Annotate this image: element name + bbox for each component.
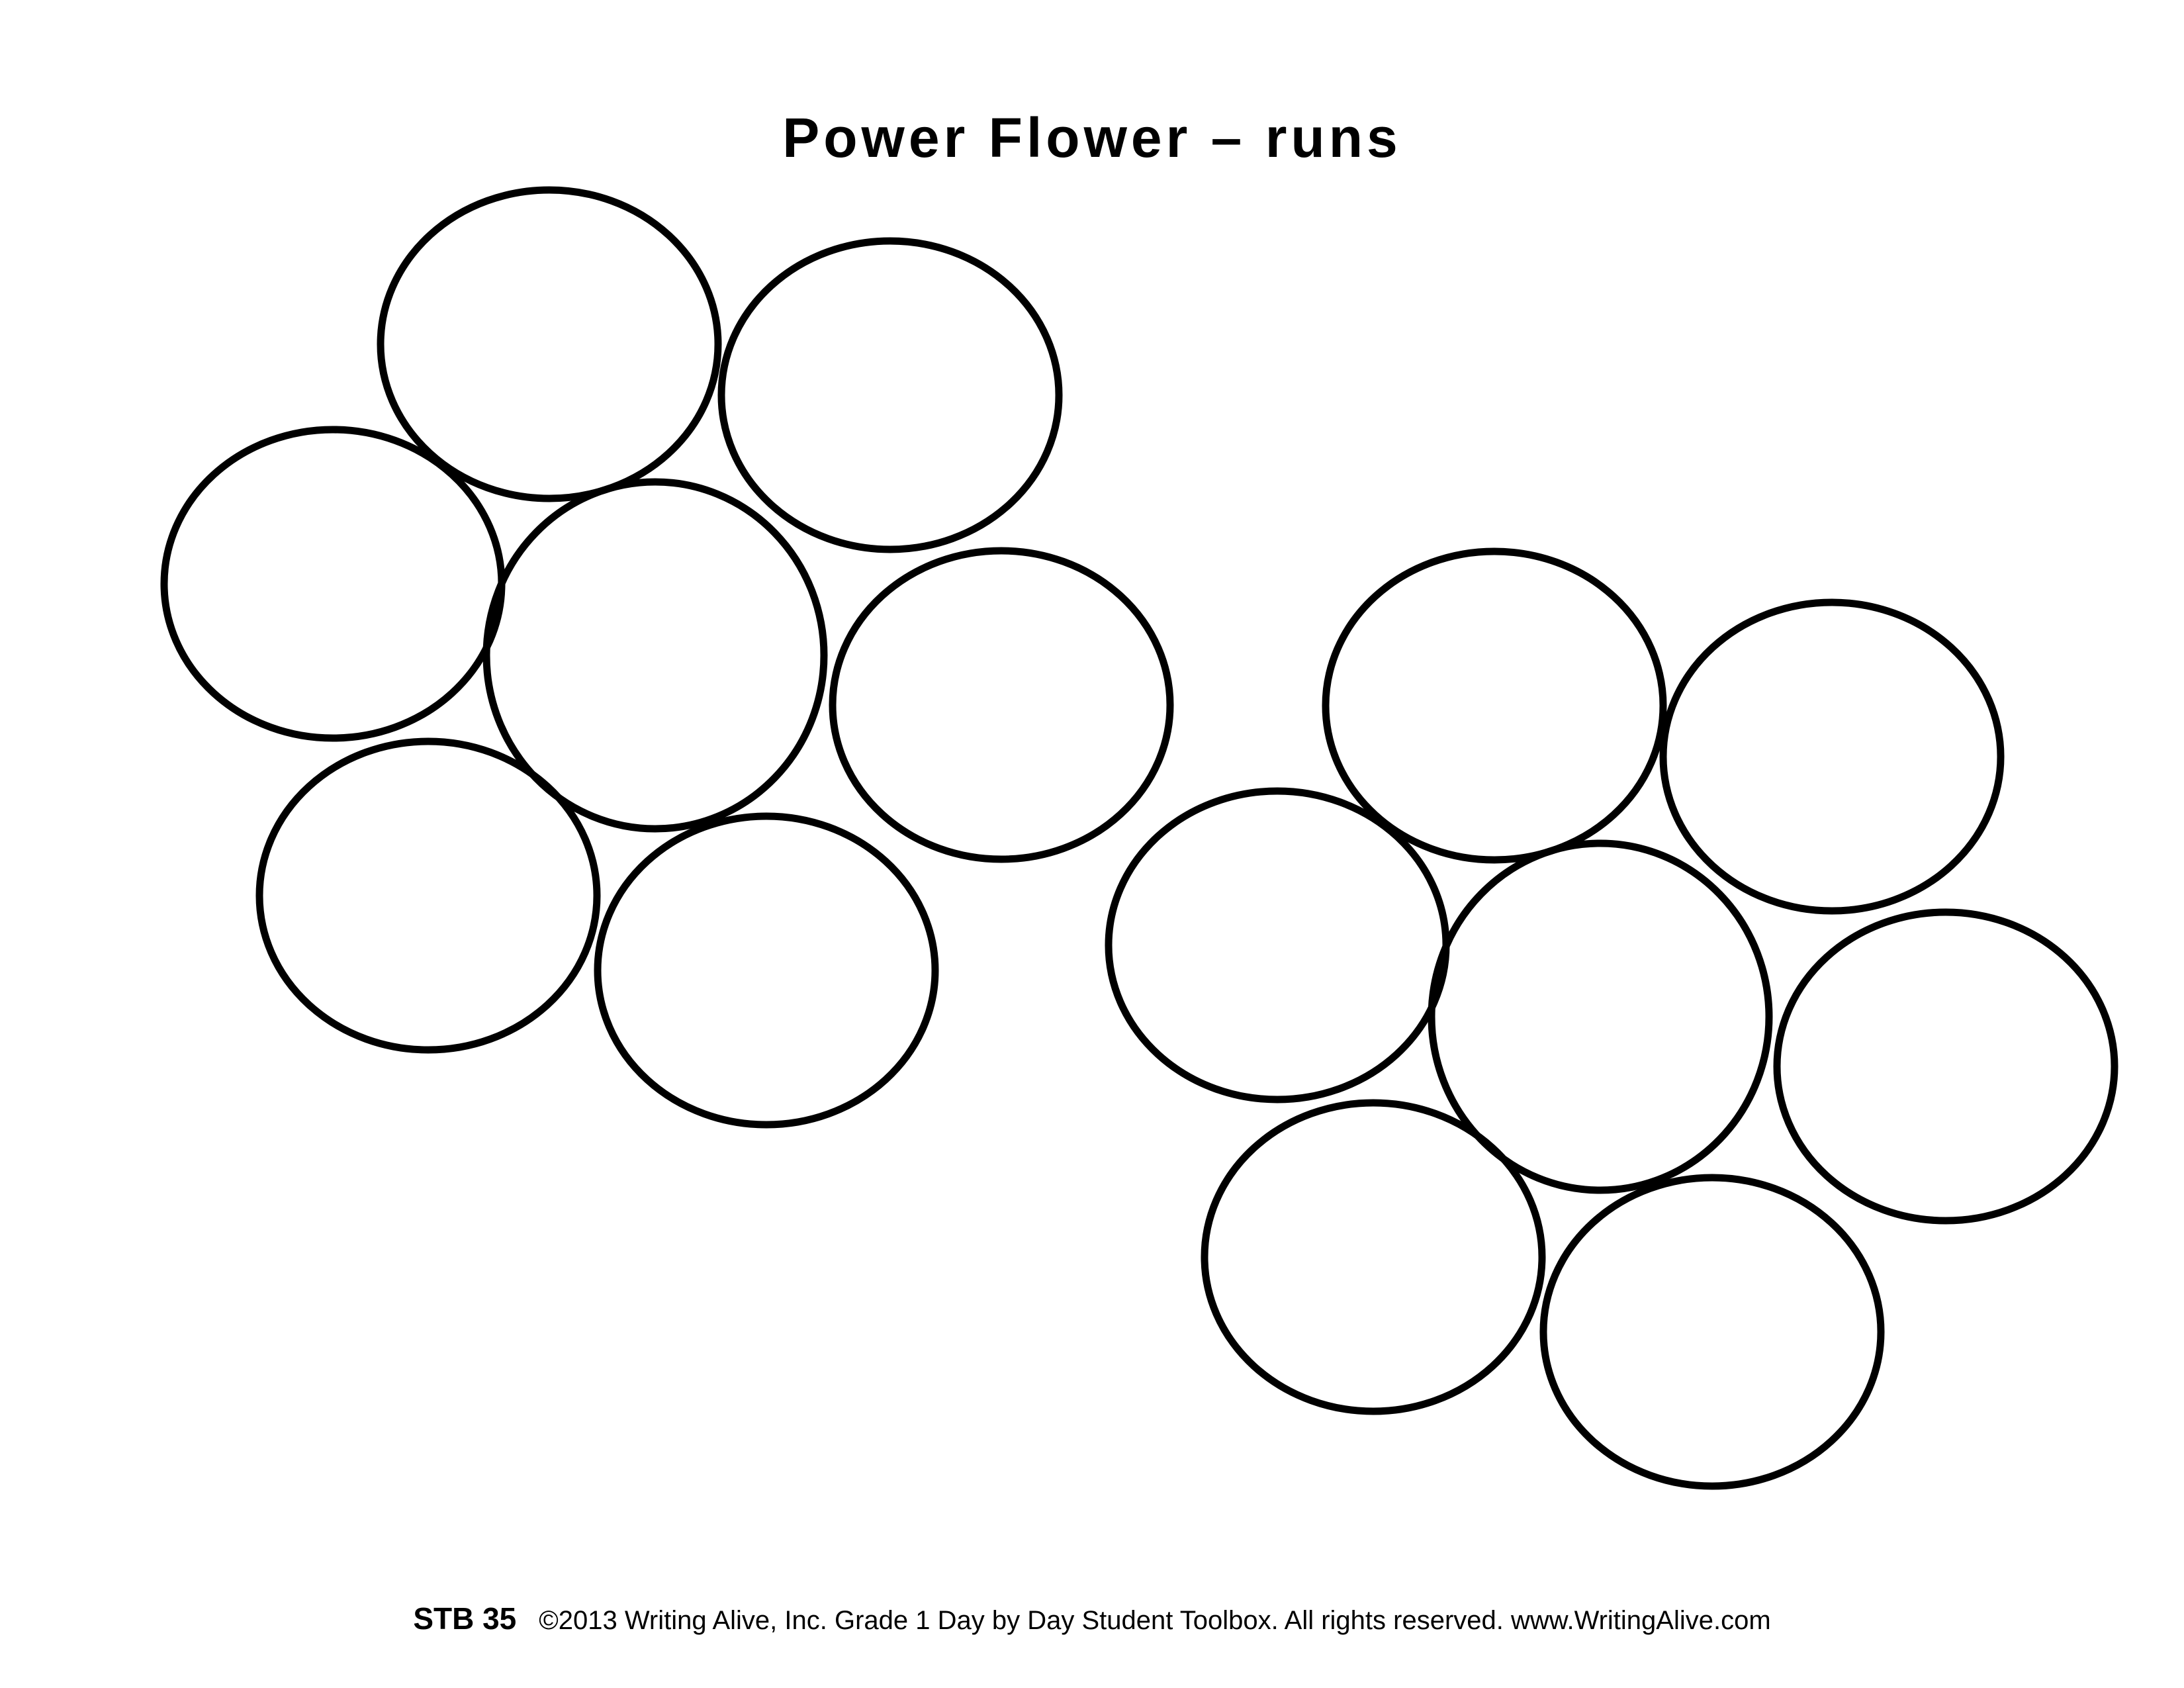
- flower-petal: [1539, 1174, 1885, 1490]
- footer: STB 35 ©2013 Writing Alive, Inc. Grade 1 …: [0, 1601, 2184, 1636]
- flower-left: [160, 186, 1174, 1129]
- footer-code: STB 35: [413, 1601, 517, 1636]
- flower-center: [1428, 839, 1773, 1194]
- flower-petal: [1659, 598, 2005, 915]
- flower-petal: [1322, 547, 1667, 864]
- flower-petal: [1773, 908, 2118, 1225]
- flower-petal: [717, 237, 1063, 553]
- page-title: Power Flower – runs: [782, 107, 1402, 169]
- flower-petal: [377, 186, 722, 502]
- flower-petal: [594, 812, 939, 1129]
- flower-right: [1105, 547, 2118, 1490]
- footer-copyright: ©2013 Writing Alive, Inc. Grade 1 Day by…: [539, 1606, 1771, 1635]
- flower-petal: [1105, 787, 1450, 1103]
- flower-petal: [160, 426, 506, 742]
- flower-petal: [829, 547, 1174, 863]
- flower-petal: [1201, 1099, 1546, 1415]
- flower-petal: [255, 737, 601, 1054]
